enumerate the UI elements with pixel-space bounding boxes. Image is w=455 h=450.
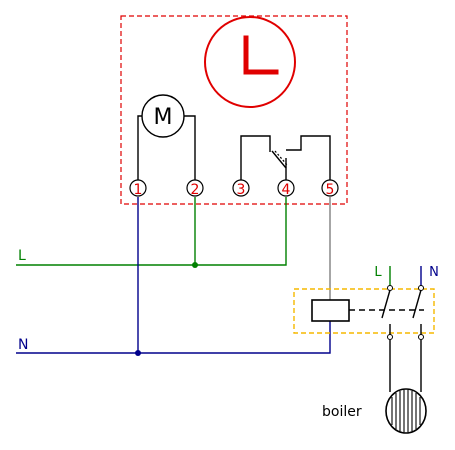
contactor-housing: [293, 288, 435, 334]
terminal-1: 1: [129, 179, 147, 198]
contactor-pole-live: [381, 285, 393, 340]
live-junction: [192, 262, 198, 268]
neutral-junction: [135, 350, 141, 356]
neutral-line-label: N: [18, 337, 28, 353]
svg-text:2: 2: [191, 182, 200, 198]
live-line-label: L: [18, 248, 26, 264]
svg-text:5: 5: [326, 182, 335, 198]
boiler-icon: [385, 388, 427, 434]
load-wires: [389, 340, 422, 392]
svg-text:1: 1: [134, 182, 143, 198]
switch-contact: [240, 135, 331, 180]
boiler-label: boiler: [322, 404, 362, 420]
clock-icon: [204, 16, 296, 108]
contactor-coil: [311, 299, 350, 322]
motor-symbol: M: [137, 94, 196, 180]
svg-text:3: 3: [237, 182, 246, 198]
contactor-neutral-label: N: [429, 265, 439, 280]
terminal-5: 5: [321, 179, 339, 198]
contactor-live-label: L: [374, 265, 382, 280]
terminal-2: 2: [186, 179, 204, 198]
timer-housing: [120, 15, 348, 205]
neutral-line: N: [16, 197, 331, 356]
live-line: L: [16, 197, 287, 268]
contactor-pole-neutral: [412, 285, 424, 340]
terminal-3: 3: [232, 179, 250, 198]
motor-label: M: [154, 105, 173, 130]
svg-text:4: 4: [282, 182, 291, 198]
terminal-4: 4: [277, 179, 295, 198]
